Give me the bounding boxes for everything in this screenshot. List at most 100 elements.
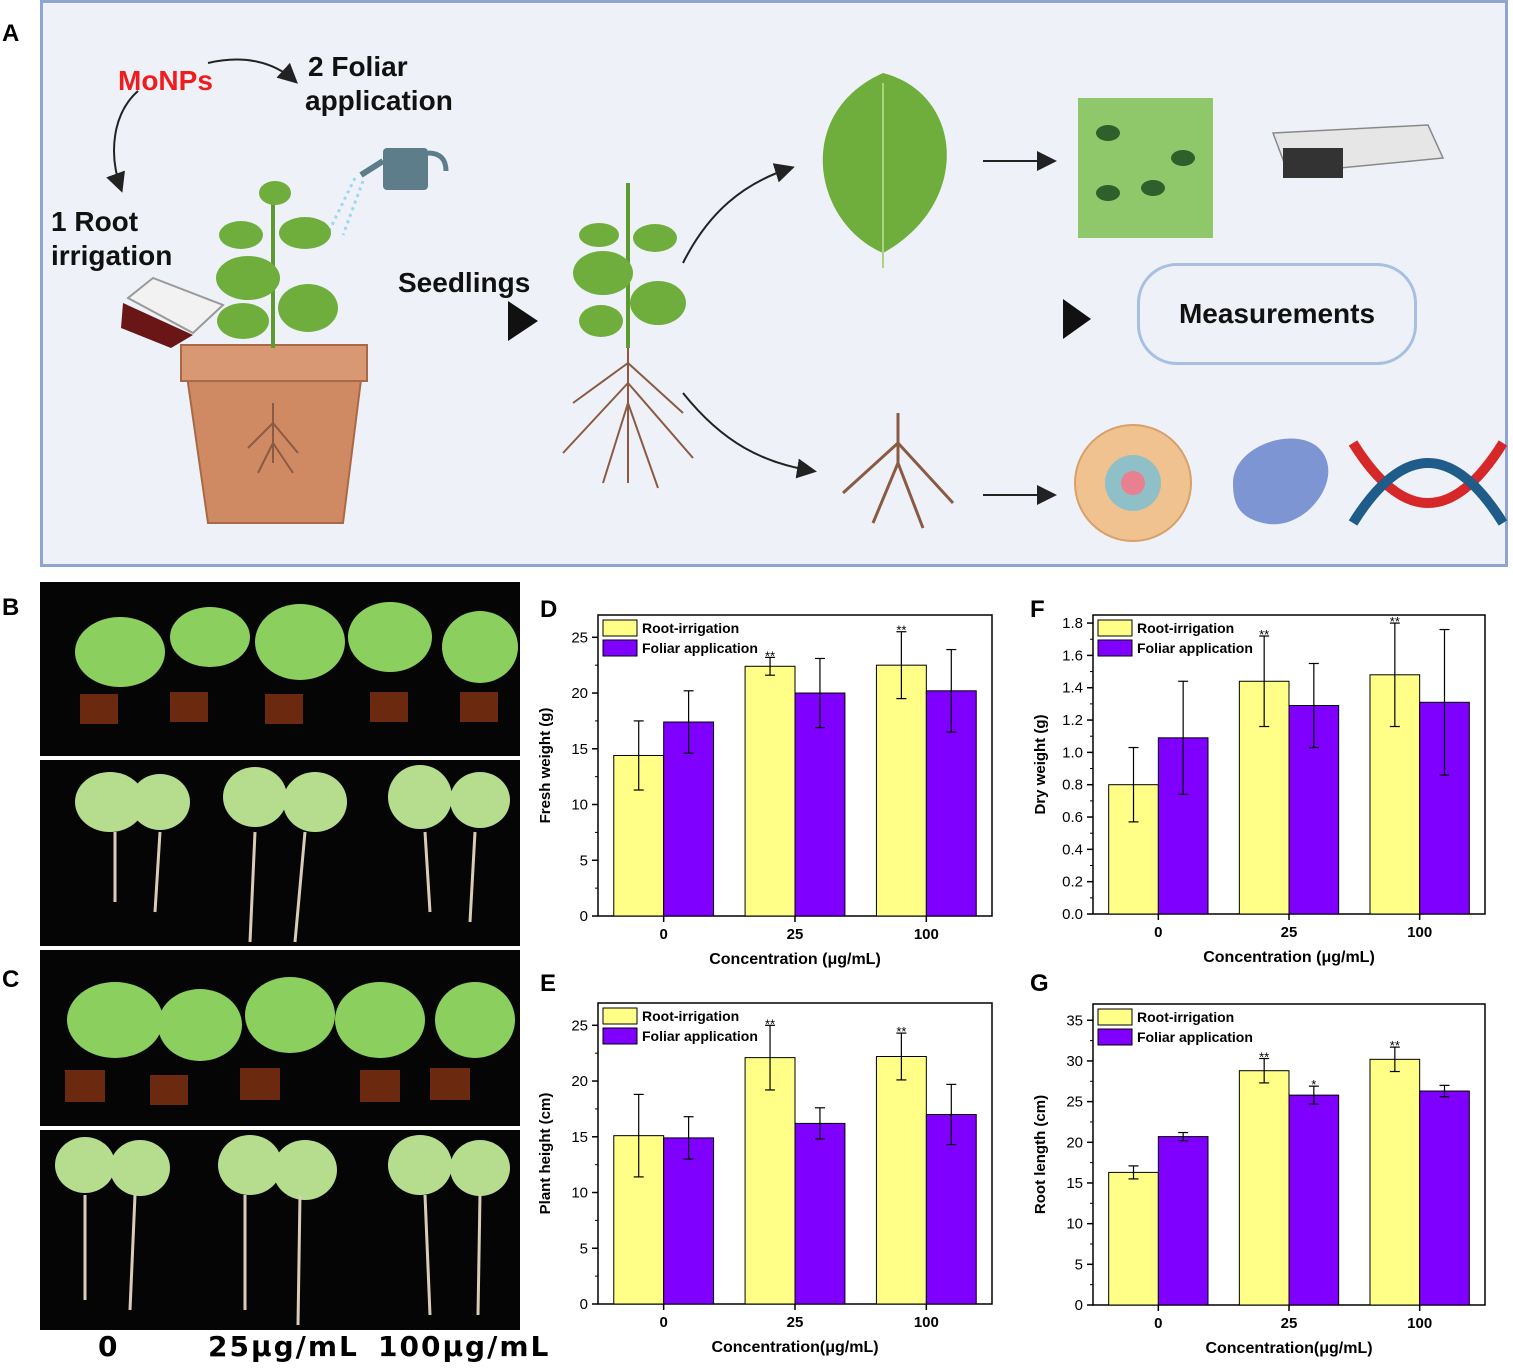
panel-label-c: C <box>2 966 20 993</box>
legend-label: Foliar application <box>642 1028 758 1044</box>
photo-c-plants <box>55 977 515 1326</box>
arrow-to-root-irrigation <box>106 90 139 193</box>
step2-line2: application <box>305 85 453 116</box>
seedling-icon <box>562 183 694 489</box>
photo-panel-c <box>40 950 520 1330</box>
watering-can-icon <box>326 148 449 236</box>
x-tick-label: 25 <box>1281 1315 1298 1332</box>
y-tick-label: 10 <box>1066 1216 1083 1233</box>
x-tick-label: 0 <box>659 926 667 943</box>
y-tick-label: 25 <box>571 629 588 646</box>
bar-foliar-application <box>794 692 846 917</box>
y-tick-label: 25 <box>571 1017 588 1034</box>
legend-swatch <box>1097 1008 1133 1026</box>
legend-label: Root-irrigation <box>1137 620 1234 636</box>
y-tick-label: 1.4 <box>1062 680 1083 697</box>
bar-foliar-application <box>925 1113 977 1305</box>
x-axis-label: Concentration(μg/mL) <box>711 1339 878 1356</box>
arrow-to-leaf <box>682 163 795 264</box>
y-axis-label: Root length (cm) <box>1032 1095 1049 1214</box>
x-tick-label: 25 <box>787 1314 804 1331</box>
panel-label-g: G <box>1030 970 1049 997</box>
root-icon <box>841 413 955 529</box>
photo-b-plants <box>75 602 518 943</box>
scale-icon <box>1271 124 1445 178</box>
significance-mark: * <box>1311 1077 1316 1092</box>
y-tick-label: 5 <box>580 852 588 869</box>
x-axis-label: Concentration(μg/mL) <box>1205 1340 1372 1357</box>
y-tick-label: 0.0 <box>1062 906 1083 923</box>
x-tick-label: 0 <box>1154 924 1162 941</box>
x-tick-label: 100 <box>1407 924 1432 941</box>
legend-swatch <box>602 619 638 637</box>
legend-label: Foliar application <box>1137 1029 1253 1045</box>
legend-swatch <box>602 639 638 657</box>
y-axis-label: Plant height (cm) <box>537 1093 554 1215</box>
bar-root-irrigation <box>1369 1058 1421 1306</box>
experiment-schematic: MoNPs 2 Foliar application 1 Root irriga… <box>40 0 1508 567</box>
photo-label-25: 25μg/mL <box>208 1330 359 1363</box>
step1-line2: irrigation <box>51 240 173 271</box>
bar-foliar-application <box>1157 1136 1209 1306</box>
legend-swatch <box>1097 1028 1133 1046</box>
y-tick-label: 0 <box>1075 1297 1083 1314</box>
significance-mark: ** <box>765 1016 775 1031</box>
x-axis-label: Concentration (μg/mL) <box>709 951 881 968</box>
leaf-icon <box>822 73 947 268</box>
legend-label: Root-irrigation <box>1137 1009 1234 1025</box>
y-tick-label: 0 <box>580 1296 588 1313</box>
legend-label: Root-irrigation <box>642 1008 739 1024</box>
panel-label-d: D <box>540 596 558 623</box>
legend-label: Root-irrigation <box>642 620 739 636</box>
bar-foliar-application <box>1288 1094 1340 1306</box>
y-tick-label: 0.6 <box>1062 809 1083 826</box>
y-tick-label: 5 <box>580 1240 588 1257</box>
step2-line1: 2 Foliar <box>308 51 408 82</box>
significance-mark: ** <box>896 623 906 638</box>
bar-foliar-application <box>663 721 715 917</box>
root-cross-section-icon <box>1074 424 1192 542</box>
significance-mark: ** <box>1259 1050 1269 1065</box>
y-tick-label: 15 <box>1066 1175 1083 1192</box>
y-tick-label: 20 <box>571 1073 588 1090</box>
bar-root-irrigation <box>1108 1171 1159 1306</box>
panel-label-b: B <box>2 594 20 621</box>
legend-swatch <box>1097 619 1133 637</box>
measurements-label: Measurements <box>1178 298 1376 329</box>
y-tick-label: 5 <box>1075 1256 1083 1273</box>
step1-line1: 1 Root <box>51 206 139 237</box>
y-tick-label: 0.4 <box>1062 841 1083 858</box>
x-tick-label: 100 <box>1407 1315 1432 1332</box>
x-tick-label: 0 <box>659 1314 667 1331</box>
y-axis-label: Fresh weight (g) <box>537 708 554 824</box>
y-tick-label: 1.8 <box>1062 615 1083 632</box>
y-tick-label: 1.2 <box>1062 712 1083 729</box>
significance-mark: ** <box>1390 1038 1400 1053</box>
y-tick-label: 35 <box>1066 1012 1083 1029</box>
significance-mark: ** <box>765 648 775 663</box>
measurements-box: Measurements <box>1137 263 1417 365</box>
panel-label-a: A <box>2 20 20 47</box>
photo-label-100: 100μg/mL <box>378 1330 551 1363</box>
beaker-icon <box>121 276 225 348</box>
y-tick-label: 10 <box>571 797 588 814</box>
significance-mark: ** <box>1390 614 1400 629</box>
y-tick-label: 15 <box>571 1129 588 1146</box>
y-tick-label: 0.2 <box>1062 874 1083 891</box>
legend-label: Foliar application <box>1137 640 1253 656</box>
leaf-tissue-icon <box>1078 98 1213 238</box>
legend-label: Foliar application <box>642 640 758 656</box>
y-tick-label: 25 <box>1066 1094 1083 1111</box>
x-tick-label: 100 <box>914 1314 939 1331</box>
seedlings-label: Seedlings <box>398 267 531 298</box>
significance-mark: ** <box>1259 627 1269 642</box>
x-tick-label: 100 <box>914 926 939 943</box>
bar-root-irrigation <box>744 1057 796 1305</box>
legend-swatch <box>1097 639 1133 657</box>
panel-label-e: E <box>540 970 557 997</box>
x-tick-label: 25 <box>1281 924 1298 941</box>
y-tick-label: 1.0 <box>1062 744 1083 761</box>
